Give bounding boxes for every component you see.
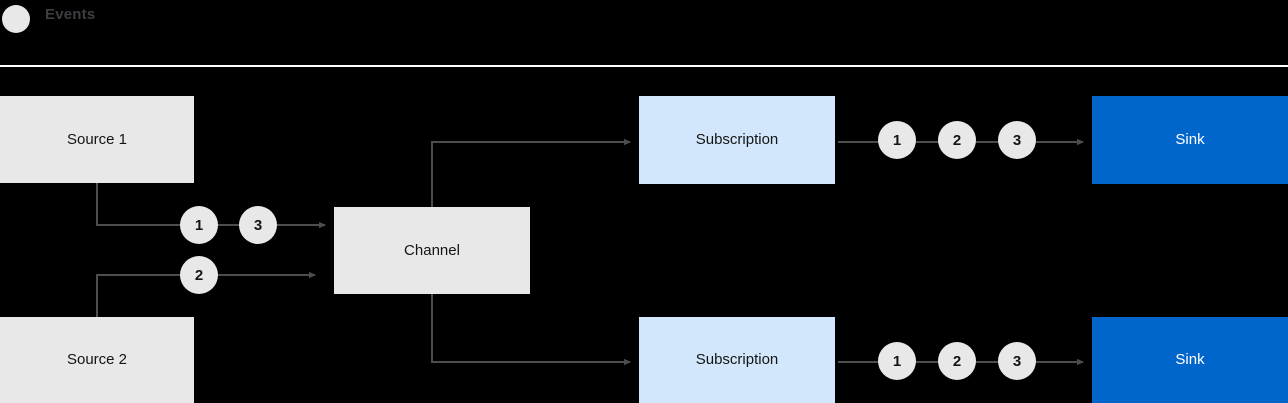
event-token: 3	[998, 121, 1036, 159]
node-subscription-2-label: Subscription	[695, 351, 779, 368]
node-sink-2[interactable]: Sink	[1092, 317, 1288, 403]
node-source-1[interactable]: Source 1	[0, 96, 194, 183]
node-sink-2-label: Sink	[1175, 351, 1205, 368]
event-token: 2	[180, 256, 218, 294]
node-subscription-2[interactable]: Subscription	[639, 317, 835, 403]
event-dot-icon	[2, 5, 30, 33]
node-source-1-label: Source 1	[66, 130, 128, 148]
node-channel[interactable]: Channel	[334, 207, 530, 294]
node-sink-1[interactable]: Sink	[1092, 96, 1288, 184]
event-token: 2	[938, 342, 976, 380]
node-source-2[interactable]: Source 2	[0, 317, 194, 403]
event-token: 1	[878, 121, 916, 159]
node-sink-1-label: Sink	[1175, 131, 1205, 148]
event-token: 2	[938, 121, 976, 159]
event-token: 1	[180, 206, 218, 244]
event-token: 3	[239, 206, 277, 244]
node-subscription-1-label: Subscription	[695, 131, 779, 148]
legend-divider	[0, 65, 1288, 67]
event-token: 3	[998, 342, 1036, 380]
node-subscription-1[interactable]: Subscription	[639, 96, 835, 184]
legend: Events	[0, 0, 1288, 66]
event-token: 1	[878, 342, 916, 380]
legend-label: Events	[45, 6, 96, 23]
node-source-2-label: Source 2	[66, 351, 128, 368]
node-channel-label: Channel	[404, 241, 460, 259]
